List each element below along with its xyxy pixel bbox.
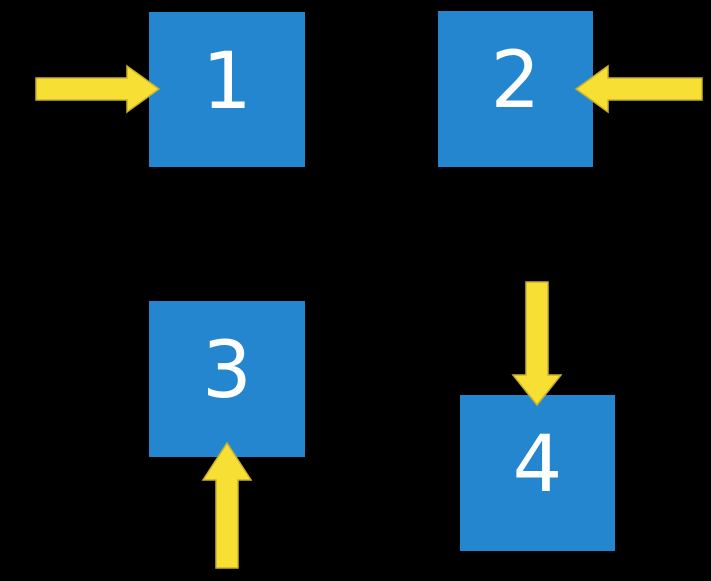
- square-3-label: 3: [202, 326, 252, 416]
- square-2: 2: [438, 11, 593, 167]
- square-1-label: 1: [202, 36, 252, 127]
- square-4-label: 4: [512, 420, 563, 510]
- square-4: 4: [460, 395, 615, 551]
- square-3: 3: [149, 301, 305, 457]
- arrow-left-icon: [574, 64, 703, 114]
- arrow-down-icon: [511, 281, 563, 407]
- arrow-up-icon: [201, 441, 253, 569]
- arrow-right-icon: [35, 64, 161, 114]
- square-2-label: 2: [490, 36, 541, 126]
- square-1: 1: [149, 12, 305, 167]
